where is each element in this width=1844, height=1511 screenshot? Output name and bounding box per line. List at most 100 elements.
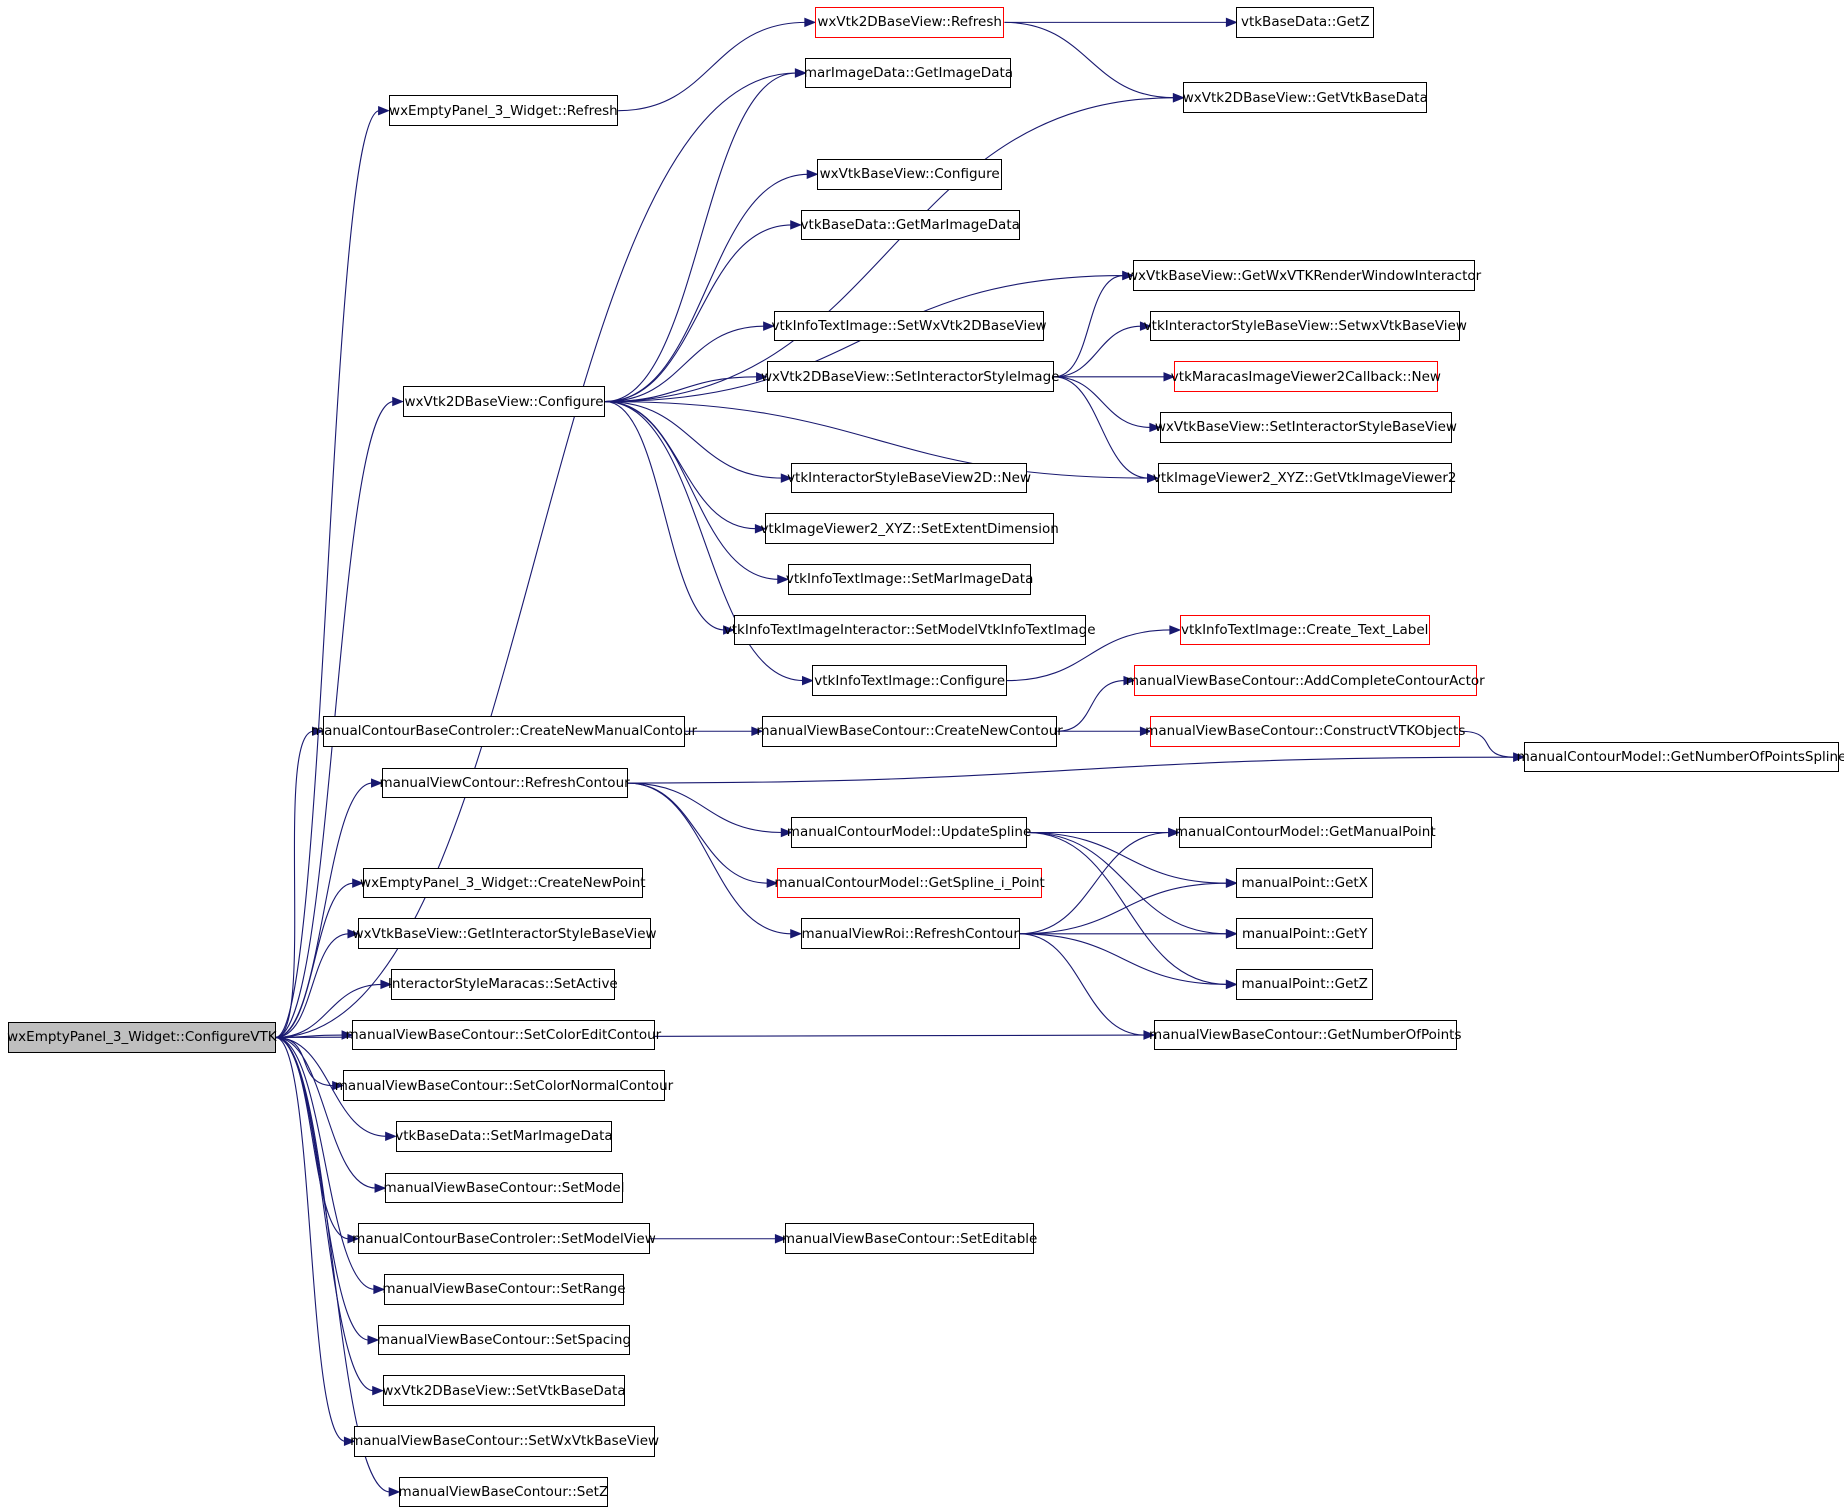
node-n41[interactable]: vtkBaseData::SetMarImageData: [395, 1121, 613, 1152]
edge-arrowhead-n35: [1225, 929, 1238, 939]
edge-arrowhead-n28: [780, 827, 793, 838]
edge-root-to-n27: [275, 782, 373, 1038]
node-n14[interactable]: wxVtkBaseView::SetInteractorStyleBaseVie…: [1155, 412, 1457, 443]
edge-arrowhead-n19: [723, 625, 735, 635]
edge-root-to-n41: [275, 1036, 387, 1137]
node-n12[interactable]: wxVtk2DBaseView::SetInteractorStyleImage: [761, 361, 1059, 393]
edge-arrowhead-n23: [312, 726, 324, 736]
node-n17[interactable]: vtkImageViewer2_XYZ::SetExtentDimension: [760, 513, 1059, 544]
node-n24[interactable]: manualViewBaseContour::CreateNewContour: [756, 715, 1063, 747]
node-n21[interactable]: vtkInfoTextImage::Configure: [812, 665, 1007, 696]
edge-arrowhead-n9: [763, 321, 775, 331]
node-n1[interactable]: wxEmptyPanel_3_Widget::Refresh: [388, 95, 619, 126]
node-n11[interactable]: wxVtk2DBaseView::Configure: [402, 386, 606, 417]
node-n10[interactable]: vtkInteractorStyleBaseView::SetwxVtkBase…: [1144, 310, 1467, 342]
edge-arrowhead-n33: [347, 929, 360, 939]
edge-arrowhead-n20: [1169, 625, 1182, 635]
node-n38[interactable]: manualViewBaseContour::SetColorEditConto…: [346, 1019, 661, 1051]
node-n19[interactable]: vtkInfoTextImageInteractor::SetModelVtkI…: [724, 614, 1096, 646]
edge-arrowhead-n8: [1122, 270, 1135, 281]
node-n13[interactable]: vtkMaracasImageViewer2Callback::New: [1171, 361, 1441, 393]
edge-n11-to-n12: [605, 376, 758, 403]
edge-root-to-n31: [275, 882, 354, 1038]
edge-n11-to-n15: [605, 400, 783, 479]
node-n48[interactable]: manualViewBaseContour::SetWxVtkBaseView: [350, 1425, 659, 1457]
node-n2[interactable]: wxVtk2DBaseView::Refresh: [814, 7, 1005, 38]
edge-n11-to-n4: [605, 97, 1175, 403]
edge-n11-to-n9: [605, 325, 765, 403]
edge-n12-to-n14: [1053, 376, 1151, 428]
edge-n24-to-n22: [1057, 680, 1125, 732]
edge-arrowhead-n25: [1139, 726, 1152, 736]
node-n49[interactable]: manualViewBaseContour::SetZ: [399, 1476, 608, 1508]
node-n32[interactable]: manualPoint::GetX: [1236, 867, 1373, 899]
node-n9[interactable]: vtkInfoTextImage::SetWxVtk2DBaseView: [772, 310, 1047, 342]
node-n35[interactable]: manualPoint::GetY: [1236, 918, 1373, 950]
node-n42[interactable]: manualViewBaseContour::SetModel: [384, 1172, 624, 1204]
edge-n27-to-n28: [627, 782, 783, 834]
node-n7[interactable]: vtkBaseData::GetMarImageData: [801, 209, 1020, 241]
edge-n27-to-n30: [627, 782, 769, 884]
node-n27[interactable]: manualViewContour::RefreshContour: [379, 767, 630, 799]
node-n43[interactable]: manualContourBaseControler::SetModelView: [352, 1223, 656, 1255]
edge-n34-to-n39: [1019, 933, 1145, 1036]
node-n23[interactable]: manualContourBaseControler::CreateNewMan…: [311, 715, 697, 747]
edge-arrowhead-n36: [380, 979, 393, 990]
edge-arrowhead-n26: [1513, 752, 1526, 762]
edge-n28-to-n37: [1026, 831, 1228, 985]
edge-n11-to-n18: [605, 400, 779, 580]
edge-n27-to-n34: [627, 782, 792, 935]
node-n33[interactable]: wxVtkBaseView::GetInteractorStyleBaseVie…: [353, 918, 657, 950]
node-n44[interactable]: manualViewBaseContour::SetEditable: [782, 1223, 1037, 1255]
node-n25[interactable]: manualViewBaseContour::ConstructVTKObjec…: [1145, 715, 1465, 747]
edge-n28-to-n35: [1026, 831, 1228, 935]
node-n39[interactable]: manualViewBaseContour::GetNumberOfPoints: [1149, 1019, 1462, 1051]
node-n29[interactable]: manualContourModel::GetManualPoint: [1175, 817, 1436, 848]
edge-arrowhead-n21: [801, 675, 814, 686]
edge-n28-to-n32: [1026, 831, 1228, 884]
node-n4[interactable]: wxVtk2DBaseView::GetVtkBaseData: [1183, 82, 1428, 114]
edge-root-to-n1: [275, 110, 380, 1038]
edge-arrowhead-n13: [1163, 372, 1176, 382]
edge-arrowhead-n45: [373, 1284, 386, 1295]
node-n8[interactable]: wxVtkBaseView::GetWxVTKRenderWindowInter…: [1127, 260, 1481, 291]
node-n36[interactable]: InteractorStyleMaracas::SetActive: [388, 969, 618, 1000]
node-n20[interactable]: vtkInfoTextImage::Create_Text_Label: [1179, 614, 1430, 646]
node-n31[interactable]: wxEmptyPanel_3_Widget::CreateNewPoint: [360, 867, 646, 899]
node-n40[interactable]: manualViewBaseContour::SetColorNormalCon…: [335, 1070, 673, 1101]
edge-n12-to-n16: [1053, 376, 1149, 479]
node-n22[interactable]: manualViewBaseContour::AddCompleteContou…: [1126, 665, 1485, 696]
node-n16[interactable]: vtkImageViewer2_XYZ::GetVtkImageViewer2: [1153, 462, 1457, 494]
edge-root-to-n23: [275, 730, 314, 1038]
edge-arrowhead-n46: [367, 1335, 380, 1345]
root-node-root: wxEmptyPanel_3_Widget::ConfigureVTK: [7, 1022, 277, 1053]
node-n46[interactable]: manualViewBaseContour::SetSpacing: [377, 1324, 631, 1356]
edge-root-to-n49: [275, 1036, 391, 1493]
edge-root-to-n36: [275, 983, 382, 1038]
edge-arrowhead-n4: [1172, 92, 1185, 103]
edge-arrowhead-n1: [378, 105, 390, 116]
edge-root-to-n48: [275, 1036, 346, 1442]
node-n15[interactable]: vtkInteractorStyleBaseView2D::New: [787, 462, 1031, 494]
node-n3[interactable]: vtkBaseData::GetZ: [1236, 7, 1375, 38]
node-n47[interactable]: wxVtk2DBaseView::SetVtkBaseData: [382, 1375, 626, 1406]
edge-arrowhead-n10: [1139, 321, 1152, 331]
edge-n11-to-n5: [605, 72, 797, 403]
edge-arrowhead-n44: [774, 1234, 787, 1244]
node-n18[interactable]: vtkInfoTextImage::SetMarImageData: [786, 564, 1033, 595]
edge-arrowhead-n37: [1225, 979, 1238, 990]
edge-root-to-n43: [275, 1036, 350, 1240]
edge-n21-to-n20: [1006, 629, 1171, 682]
node-n37[interactable]: manualPoint::GetZ: [1236, 969, 1373, 1000]
edge-arrowhead-n39: [1143, 1030, 1156, 1040]
node-n34[interactable]: manualViewRoi::RefreshContour: [800, 918, 1020, 950]
node-n45[interactable]: manualViewBaseContour::SetRange: [382, 1274, 626, 1305]
edge-arrowhead-n32: [1225, 878, 1238, 888]
edge-arrowhead-n42: [374, 1183, 387, 1193]
node-n26[interactable]: manualContourModel::GetNumberOfPointsSpl…: [1517, 741, 1844, 773]
node-n5[interactable]: marImageData::GetImageData: [804, 57, 1013, 89]
node-n28[interactable]: manualContourModel::UpdateSpline: [787, 817, 1031, 848]
node-n30[interactable]: manualContourModel::GetSpline_i_Point: [774, 867, 1045, 899]
node-n6[interactable]: wxVtkBaseView::Configure: [817, 158, 1003, 190]
